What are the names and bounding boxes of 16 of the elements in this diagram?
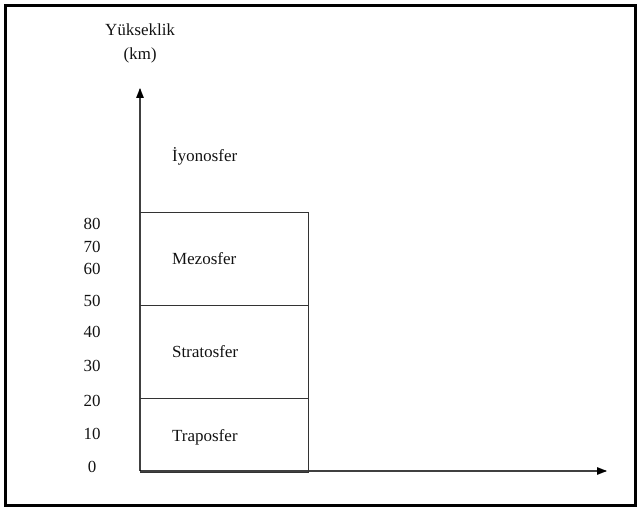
tick-label: 20 (82, 390, 102, 412)
layer-name: İyonosfer (172, 146, 238, 166)
tick-label: 30 (82, 355, 102, 377)
tick-label: 60 (82, 258, 102, 280)
layer-name: Traposfer (172, 426, 238, 446)
tick-label: 50 (82, 290, 102, 312)
tick-label: 70 (82, 236, 102, 258)
layer-box (140, 212, 309, 306)
tick-label: 0 (86, 456, 98, 478)
layer-name: Stratosfer (172, 342, 238, 362)
axis-title: Yükseklik (km) (104, 19, 176, 65)
tick-label: 40 (82, 321, 102, 343)
tick-label: 80 (82, 213, 102, 235)
layer-box (140, 398, 309, 473)
layer-name: Mezosfer (172, 249, 236, 269)
tick-label: 10 (82, 423, 102, 445)
